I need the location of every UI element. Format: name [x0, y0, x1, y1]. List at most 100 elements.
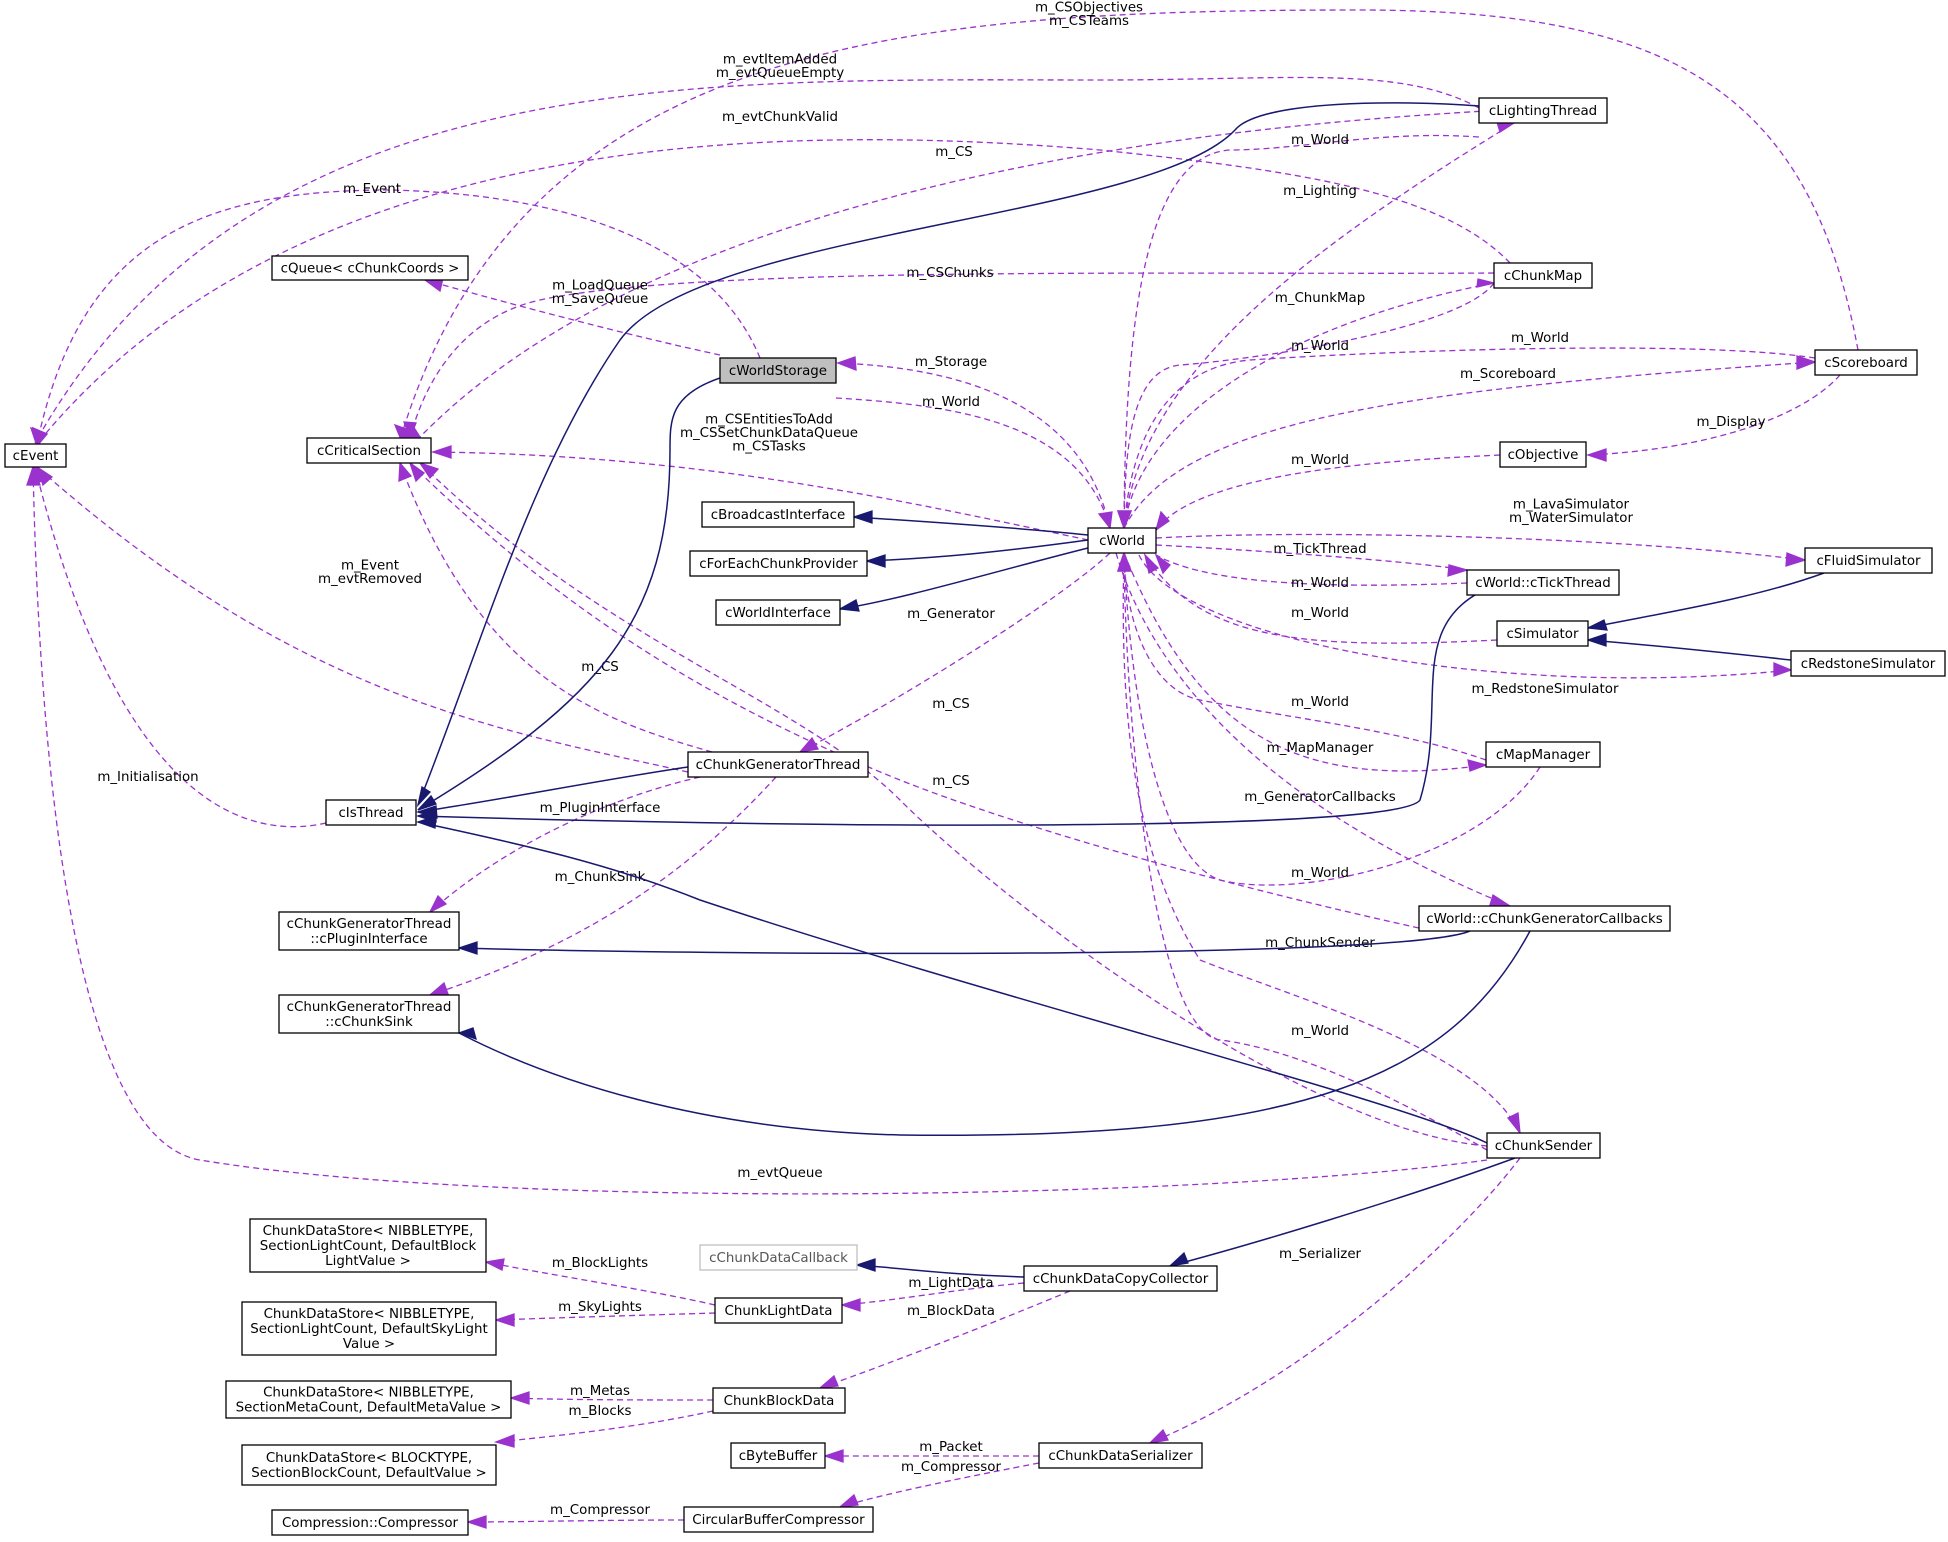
- edge-line: [510, 1397, 714, 1401]
- class-node-cworldinterface[interactable]: cWorldInterface: [715, 599, 841, 626]
- usage-edge-e3: m_evtChunkValid: [32, 110, 1511, 448]
- class-label: cObjective: [1508, 448, 1579, 463]
- class-node-circularbuffercompressor[interactable]: CircularBufferCompressor: [683, 1506, 874, 1533]
- class-node-compressor[interactable]: Compression::Compressor: [271, 1509, 469, 1536]
- class-node-cisthread[interactable]: cIsThread: [325, 799, 417, 826]
- class-node-cobjective[interactable]: cObjective: [1499, 441, 1587, 468]
- class-node-cchunkgeneratorcallbacks[interactable]: cWorld::cChunkGeneratorCallbacks: [1418, 905, 1671, 932]
- class-box: [715, 599, 841, 626]
- arrowhead-icon: [851, 510, 873, 524]
- edge-line: [419, 109, 1501, 438]
- edge-line: [866, 539, 1089, 562]
- class-node-cds_skylight[interactable]: ChunkDataStore< NIBBLETYPE,SectionLightC…: [241, 1301, 497, 1356]
- class-label: cWorld::cTickThread: [1475, 576, 1611, 591]
- edge-label: m_Compressor: [550, 1503, 650, 1518]
- edge-label: m_Serializer: [1279, 1247, 1362, 1262]
- edge-label: m_evtItemAdded: [723, 52, 837, 67]
- class-node-cbroadcastinterface[interactable]: cBroadcastInterface: [701, 501, 855, 528]
- edge-label: m_SkyLights: [558, 1300, 642, 1315]
- class-label: cChunkDataCopyCollector: [1033, 1272, 1209, 1287]
- class-label: ChunkLightData: [725, 1304, 833, 1319]
- edge-label: m_Compressor: [901, 1460, 1001, 1475]
- class-node-cqueue[interactable]: cQueue< cChunkCoords >: [271, 255, 469, 281]
- arrowhead-icon: [26, 465, 41, 486]
- usage-edge-e27: m_CS: [408, 461, 1420, 929]
- class-box: [687, 751, 869, 778]
- class-node-cworldstorage[interactable]: cWorldStorage: [719, 357, 837, 384]
- class-node-cworld[interactable]: cWorld: [1087, 527, 1157, 554]
- edge-label: m_World: [1291, 606, 1349, 621]
- class-node-cchunkdatacallback[interactable]: cChunkDataCallback: [699, 1244, 858, 1271]
- class-node-cevent[interactable]: cEvent: [4, 443, 67, 468]
- edge-line: [399, 462, 713, 753]
- class-box: [1499, 441, 1587, 468]
- class-node-ctickthread[interactable]: cWorld::cTickThread: [1466, 569, 1620, 596]
- arrowhead-icon: [1489, 893, 1513, 907]
- inheritance-edge-i11: [1585, 572, 1825, 631]
- class-node-cchunkmap[interactable]: cChunkMap: [1493, 262, 1593, 289]
- class-node-cchunkdataserializer[interactable]: cChunkDataSerializer: [1038, 1442, 1203, 1469]
- arrowhead-icon: [1154, 510, 1170, 532]
- arrowhead-icon: [864, 554, 886, 568]
- usage-edge-e41: m_LightData: [839, 1276, 1025, 1312]
- usage-edge-e29: m_MapManager: [1123, 552, 1489, 772]
- edge-line: [837, 362, 1111, 529]
- class-node-clightingthread[interactable]: cLightingThread: [1478, 97, 1608, 124]
- edge-label: m_PluginInterface: [540, 801, 661, 816]
- arrowhead-icon: [456, 941, 478, 955]
- class-label: ::cChunkSink: [325, 1015, 413, 1030]
- edge-label: m_RedstoneSimulator: [1472, 682, 1619, 697]
- usage-edge-e33: m_GeneratorCallbacks: [1115, 552, 1513, 907]
- class-label: cWorld::cChunkGeneratorCallbacks: [1426, 912, 1663, 927]
- arrowhead-icon: [418, 461, 440, 480]
- class-node-chunklightdata[interactable]: ChunkLightData: [714, 1297, 843, 1324]
- class-node-cplugininterface[interactable]: cChunkGeneratorThread::cPluginInterface: [278, 911, 460, 951]
- edge-line: [1149, 1157, 1521, 1444]
- class-node-ccriticalsection[interactable]: cCriticalSection: [306, 437, 432, 464]
- class-node-cforeachchunkprovider[interactable]: cForEachChunkProvider: [689, 550, 868, 577]
- usage-edge-e36: m_ChunkSender: [1122, 552, 1521, 1136]
- edge-line: [1123, 552, 1541, 886]
- class-node-cbytebuffer[interactable]: cByteBuffer: [730, 1442, 826, 1469]
- arrowhead-icon: [430, 445, 452, 459]
- class-node-cds_blocklight[interactable]: ChunkDataStore< NIBBLETYPE,SectionLightC…: [249, 1218, 487, 1273]
- edge-label: m_BlockLights: [552, 1256, 648, 1271]
- class-node-cchunkdatacopycollector[interactable]: cChunkDataCopyCollector: [1023, 1265, 1218, 1292]
- edge-line: [458, 930, 1471, 955]
- class-node-cds_block[interactable]: ChunkDataStore< BLOCKTYPE,SectionBlockCo…: [241, 1444, 497, 1486]
- edge-label: m_Blocks: [569, 1404, 632, 1419]
- class-box: [225, 1380, 512, 1419]
- class-label: ChunkDataStore< NIBBLETYPE,: [263, 1224, 474, 1239]
- class-node-cmapmanager[interactable]: cMapManager: [1485, 741, 1601, 768]
- arrowhead-icon: [1585, 619, 1608, 631]
- usage-edge-e16: m_Display: [1585, 374, 1841, 462]
- edge-label: m_CSObjectives: [1035, 0, 1143, 15]
- usage-edge-e5: m_Event: [32, 182, 761, 448]
- edge-line: [36, 189, 761, 445]
- class-label: cEvent: [13, 449, 59, 464]
- arrowhead-icon: [398, 461, 413, 482]
- class-node-cfluidsimulator[interactable]: cFluidSimulator: [1804, 547, 1933, 574]
- class-label: cChunkDataSerializer: [1048, 1449, 1193, 1464]
- class-node-csimulator[interactable]: cSimulator: [1496, 620, 1589, 647]
- arrowhead-icon: [1154, 553, 1171, 575]
- edge-line: [409, 272, 1495, 439]
- edge-label: m_ChunkSink: [555, 870, 646, 885]
- edges-layer: m_CSObjectivesm_CSTeamsm_evtItemAddedm_e…: [26, 0, 1859, 1529]
- arrowhead-icon: [1585, 633, 1607, 647]
- edge-label: m_LavaSimulator: [1513, 497, 1630, 512]
- class-node-cscoreboard[interactable]: cScoreboard: [1814, 349, 1918, 376]
- edge-line: [417, 821, 1488, 1144]
- class-node-cchunksender[interactable]: cChunkSender: [1486, 1132, 1601, 1159]
- class-node-chunkblockdata[interactable]: ChunkBlockData: [712, 1387, 846, 1414]
- class-label: ChunkDataStore< NIBBLETYPE,: [263, 1386, 474, 1401]
- class-node-credstonesimulator[interactable]: cRedstoneSimulator: [1790, 650, 1946, 677]
- class-node-cchunksink[interactable]: cChunkGeneratorThread::cChunkSink: [278, 994, 460, 1034]
- class-node-cchunkgeneratorthread[interactable]: cChunkGeneratorThread: [687, 751, 869, 778]
- usage-edge-e26: m_CS: [398, 461, 713, 753]
- edge-line: [467, 1519, 685, 1523]
- class-label: cByteBuffer: [739, 1449, 818, 1464]
- class-node-cds_meta[interactable]: ChunkDataStore< NIBBLETYPE,SectionMetaCo…: [225, 1380, 512, 1419]
- inheritance-edge-i5: [415, 815, 1488, 1144]
